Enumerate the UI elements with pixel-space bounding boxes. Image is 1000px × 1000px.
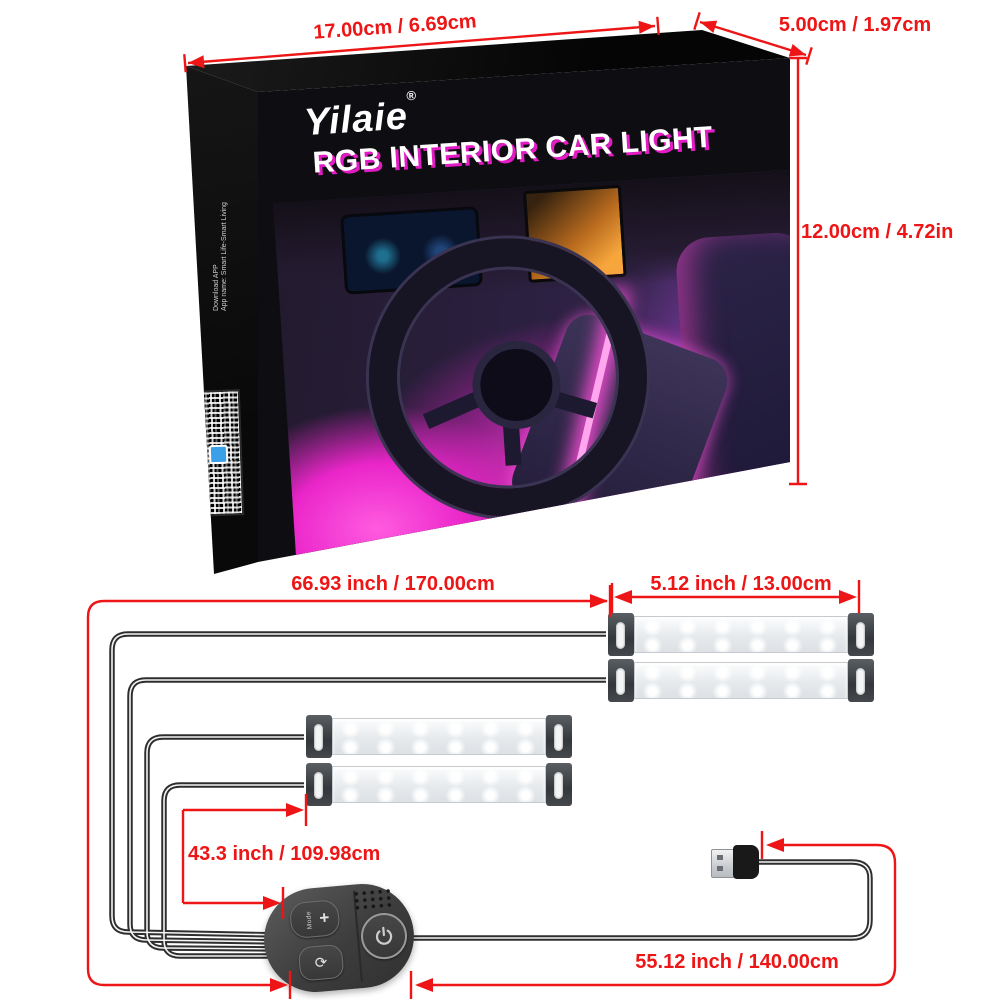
led-bar-body [332,718,546,755]
led-bar-end-cap [848,659,874,702]
dim-short-wire: 43.3 inch / 109.98cm [188,843,381,865]
led-bar-end-cap [608,659,634,702]
led-bar-end-cap [306,763,332,806]
led-bar-body [634,662,848,699]
power-icon [375,926,393,945]
dim-wire-total: 66.93 inch / 170.00cm [291,573,495,595]
usb-contact-slot [717,855,723,860]
led-bar-end-cap [306,715,332,758]
led-bar-4 [306,763,572,806]
dim-box-height: 12.00cm / 4.72in [801,221,954,243]
controller-pod: Mode + ⟳ [259,879,419,997]
led-bar-3 [306,715,572,758]
led-bar-2 [608,659,874,702]
led-bar-end-cap [608,613,634,656]
led-bar-end-cap [848,613,874,656]
power-button [359,911,409,961]
led-bar-1 [608,613,874,656]
box-front-face: Yilaie® RGB INTERIOR CAR LIGHT [258,58,790,562]
dim-bar-length: 5.12 inch / 13.00cm [650,573,832,595]
led-bar-end-cap [546,715,572,758]
led-bar-body [332,766,546,803]
led-bar-body [634,616,848,653]
usb-plug-metal [711,849,736,878]
led-bar-end-cap [546,763,572,806]
usb-plug-body [733,845,759,879]
usb-contact-slot [717,866,723,871]
dim-usb-cable: 55.12 inch / 140.00cm [635,951,839,973]
dim-box-depth: 5.00cm / 1.97cm [778,14,932,36]
